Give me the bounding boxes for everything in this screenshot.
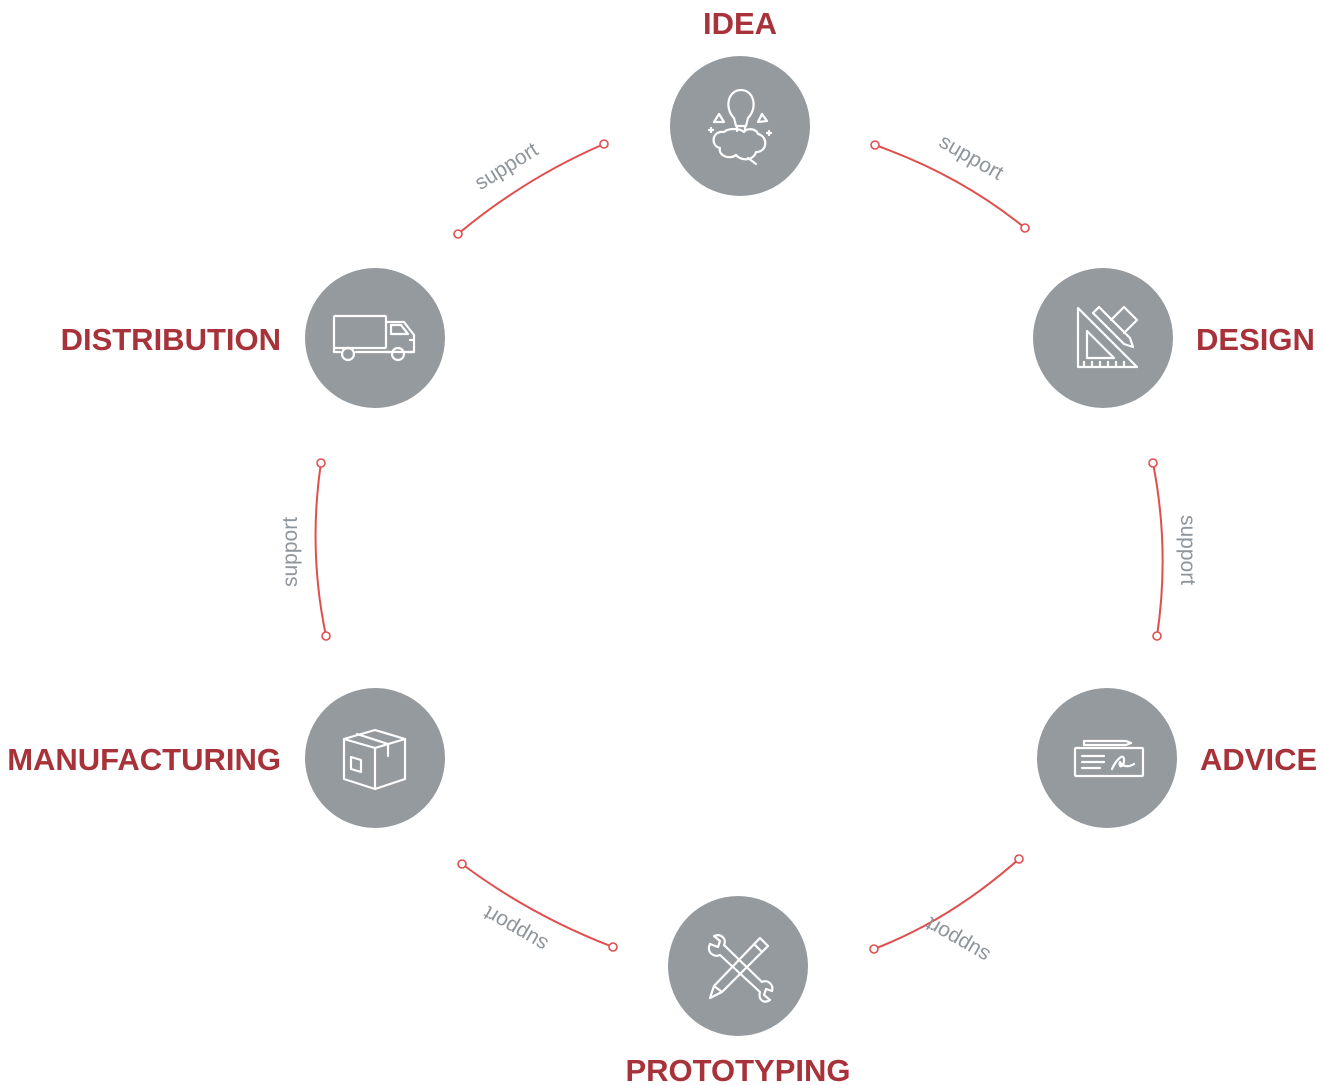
connector-manufacturing-distribution: support	[279, 458, 331, 641]
stage-label-manufacturing: MANUFACTURING	[7, 742, 281, 777]
connector-label: support	[1176, 515, 1199, 585]
connector-distribution-idea: support	[453, 138, 609, 239]
stage-label-prototyping: PROTOTYPING	[625, 1053, 850, 1085]
box-icon	[342, 728, 407, 791]
stage-distribution: DISTRIBUTION	[61, 268, 445, 408]
truck-icon	[332, 314, 416, 362]
connector-advice-prototyping: support	[869, 854, 1024, 967]
ruler-pencil-icon	[1076, 305, 1139, 369]
lightbulb-brain-icon	[707, 88, 773, 166]
stage-prototyping: PROTOTYPING	[625, 896, 851, 1085]
connector-label: support	[922, 912, 994, 967]
stage-design: DESIGN	[1033, 268, 1315, 408]
connector-label: support	[279, 517, 302, 587]
stage-label-distribution: DISTRIBUTION	[61, 322, 281, 357]
stage-advice: ADVICE	[1037, 688, 1317, 828]
connector-label: support	[471, 138, 543, 195]
wrench-pencil-icon	[707, 934, 774, 1003]
stage-manufacturing: MANUFACTURING	[7, 688, 445, 828]
connector-idea-design: support	[870, 130, 1030, 233]
stage-label-advice: ADVICE	[1200, 742, 1317, 777]
signed-document-icon	[1073, 739, 1145, 778]
connector-label: support	[480, 901, 552, 956]
connector-prototyping-manufacturing: support	[457, 859, 618, 956]
stage-label-design: DESIGN	[1196, 322, 1315, 357]
connector-design-advice: support	[1148, 458, 1199, 641]
stage-label-idea: IDEA	[703, 6, 777, 41]
stage-idea: IDEA	[670, 6, 810, 196]
